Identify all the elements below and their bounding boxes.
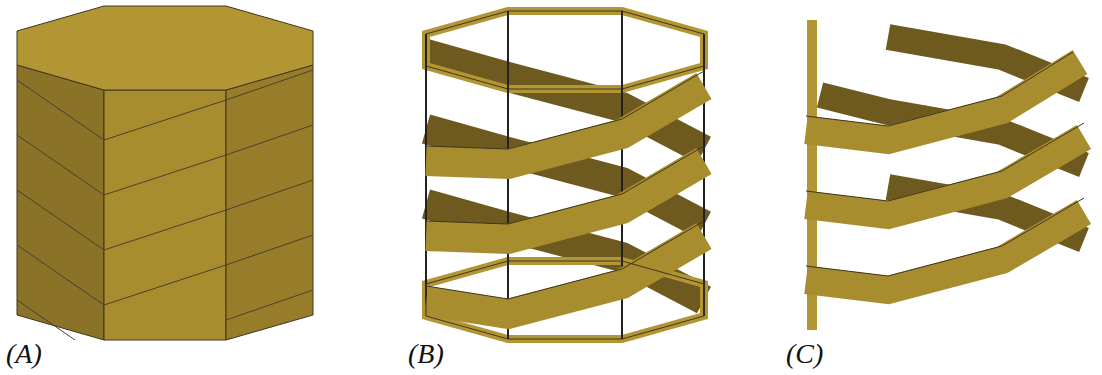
- figure-label: (A): [6, 338, 42, 370]
- solid-prism: [17, 6, 313, 340]
- figure-label: (B): [408, 338, 444, 370]
- frame-prism: [426, 11, 704, 339]
- ribbon-spiral: [806, 20, 1084, 330]
- figure-label: (C): [786, 338, 823, 370]
